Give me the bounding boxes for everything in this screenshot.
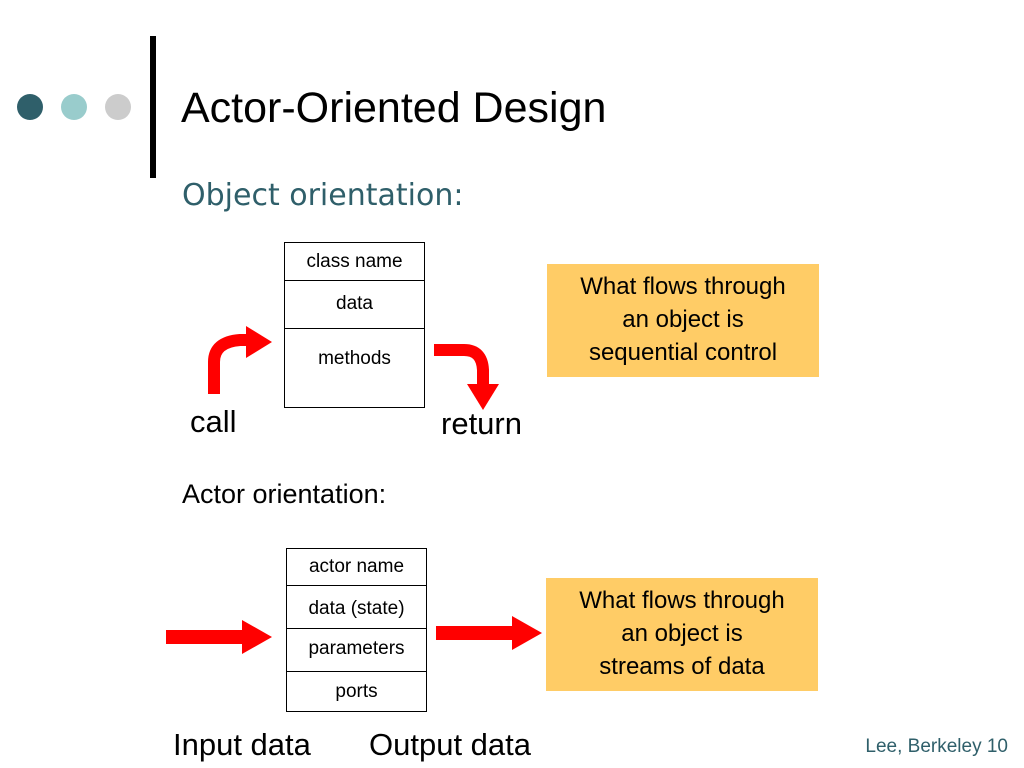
- actor-box-divider-1: [287, 585, 426, 586]
- object-note-line-1: What flows through: [580, 273, 786, 300]
- actor-note-line-2: an object is: [621, 620, 743, 647]
- class-methods-cell: methods: [318, 348, 391, 369]
- object-note-line-3: sequential control: [588, 339, 778, 366]
- actor-flow-note: What flows through an object is streams …: [546, 578, 818, 691]
- call-label: call: [190, 404, 237, 439]
- actor-note-line-3: streams of data: [599, 653, 765, 680]
- actor-data-state-cell: data (state): [308, 598, 405, 619]
- input-data-label: Input data: [173, 727, 311, 762]
- decor-dot-3: [105, 94, 131, 120]
- class-name-cell: class name: [306, 251, 403, 272]
- slide-title: Actor-Oriented Design: [181, 84, 607, 132]
- actor-box-divider-3: [287, 671, 426, 672]
- input-data-arrow: [166, 620, 272, 654]
- title-divider-bar: [150, 36, 156, 178]
- object-flow-note: What flows through an object is sequenti…: [547, 264, 819, 377]
- class-box: class name data methods: [284, 242, 425, 408]
- object-orientation-heading: Object orientation:: [182, 178, 464, 213]
- slide-footer: Lee, Berkeley 10: [865, 736, 1008, 757]
- class-box-divider-1: [285, 280, 424, 281]
- decor-dot-1: [17, 94, 43, 120]
- actor-box-divider-2: [287, 628, 426, 629]
- actor-name-cell: actor name: [308, 556, 405, 577]
- class-box-divider-2: [285, 328, 424, 329]
- call-arrow: [208, 326, 272, 394]
- return-arrow: [434, 344, 499, 410]
- output-data-arrow: [436, 616, 542, 650]
- output-data-label: Output data: [369, 727, 532, 762]
- object-note-line-2: an object is: [622, 306, 744, 333]
- actor-orientation-heading: Actor orientation:: [182, 479, 387, 509]
- decor-dot-2: [61, 94, 87, 120]
- actor-parameters-cell: parameters: [308, 638, 405, 659]
- actor-box: actor name data (state) parameters ports: [286, 548, 427, 712]
- return-label: return: [441, 406, 522, 441]
- actor-note-line-1: What flows through: [579, 587, 785, 614]
- class-data-cell: data: [336, 293, 373, 314]
- actor-ports-cell: ports: [335, 681, 378, 702]
